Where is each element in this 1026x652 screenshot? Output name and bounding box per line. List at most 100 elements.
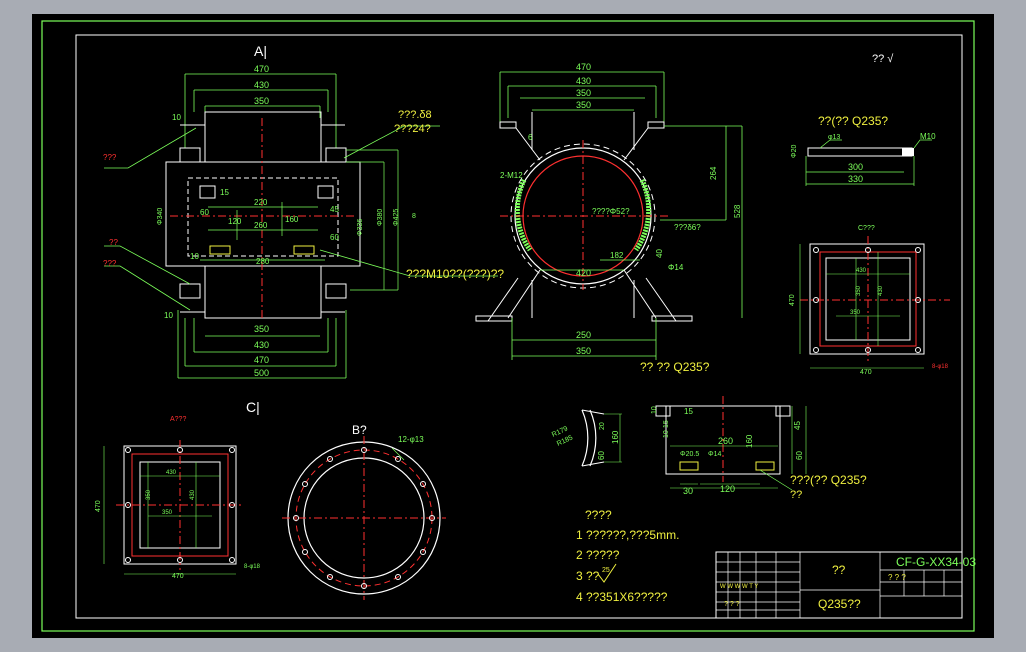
side-dim-430: 430 (576, 76, 591, 86)
roughness-top: ?? √ (872, 53, 894, 65)
dim-160: 160 (285, 215, 299, 224)
clamp-sub-label: ?? (790, 489, 802, 501)
side-dim-350b: 350 (576, 100, 591, 110)
leader-red-3: ??? (103, 259, 117, 268)
clamp-dim-30: 30 (683, 486, 693, 496)
side-dim-182: 182 (610, 251, 624, 260)
part-body-label: ?? ?? Q235? (640, 360, 710, 374)
dim-350-top: 350 (254, 96, 269, 106)
dim-phi340: Φ340 (157, 208, 164, 225)
arc-detail: R179 R185 160 60 20 (551, 409, 622, 467)
part-name: ?? (832, 563, 846, 577)
rod-m10: M10 (920, 132, 936, 141)
dim-10b: 10 (190, 252, 199, 261)
clamp-dim-15: 15 (684, 407, 693, 416)
rod-phi13: φ13 (828, 134, 840, 141)
clamp-dim-10: 10 (651, 406, 658, 414)
cplate-title: C??? (858, 225, 875, 232)
cplate-w350: 350 (850, 310, 861, 316)
dim-430-bottom: 430 (254, 340, 269, 350)
note-3: 3 ?? (576, 569, 600, 583)
side-note-inner: ????Φ52? (592, 207, 630, 216)
side-note-pipe: ???δ6? (674, 223, 701, 232)
clamp-phi205: Φ20.5 (680, 451, 699, 458)
side-dim-40: 40 (655, 249, 664, 258)
rod-detail: ?? √ ??(?? Q235? φ13 M10 Φ20 300 330 (791, 53, 936, 186)
clamp-dim-10b: 10 (663, 430, 670, 438)
dim-470-bottom: 470 (254, 355, 269, 365)
dim-260: 260 (254, 221, 268, 230)
title-block: CF-G-XX34-03 ?? Q235?? ? ? ? W W W W T Y… (715, 551, 976, 619)
title-grid: ? ? ? (888, 573, 906, 582)
cplate-h470: 470 (789, 294, 796, 306)
bplate-title: A??? (170, 416, 186, 423)
dim-350-bottom: 350 (254, 324, 269, 334)
side-dim-350: 350 (576, 88, 591, 98)
cplate-h350: 350 (856, 285, 862, 296)
side-dim-528: 528 (733, 204, 742, 218)
cplate-w470: 470 (860, 369, 872, 376)
drawing-sheet (32, 14, 994, 638)
side-dim-phi14: Φ14 (668, 263, 684, 272)
dim-phi425: Φ425 (393, 209, 400, 226)
dim-220: 220 (254, 198, 268, 207)
dim-60b: 60 (330, 233, 339, 242)
title-small-1: W W W W T Y (720, 584, 758, 590)
part-material: Q235?? (818, 597, 861, 611)
arc-dim-60: 60 (597, 451, 606, 460)
arc-dim-160: 160 (611, 430, 620, 444)
note-plate-qty: ???24? (394, 123, 431, 135)
dim-60: 60 (200, 208, 209, 217)
side-dim-470: 470 (576, 62, 591, 72)
view-a-title: A| (254, 43, 267, 59)
side-dim-350c: 350 (576, 346, 591, 356)
side-dim-6: 6 (528, 133, 533, 142)
dim-phi336: Φ336 (357, 219, 364, 236)
view-c-title: C| (246, 399, 260, 415)
rod-dim-300: 300 (848, 162, 863, 172)
leader-red-1: ??? (103, 153, 117, 162)
flange-holes: 12-φ13 (398, 435, 424, 444)
notes-title: ???? (585, 508, 612, 522)
bplate-h430: 430 (190, 489, 196, 500)
side-dim-264: 264 (709, 166, 718, 180)
note-plate-thk: ???.δ8 (398, 109, 432, 121)
clamp-dim-260: 260 (718, 436, 733, 446)
rod-dim-330: 330 (848, 174, 863, 184)
tech-notes: ???? 1 ??????,???5mm. 2 ????? 3 ?? 25 4 … (576, 508, 679, 604)
bplate-w470: 470 (172, 573, 184, 580)
dim-45: 45 (330, 205, 339, 214)
outer-border (41, 20, 975, 632)
clamp-dim-60: 60 (795, 451, 804, 460)
note-1: 1 ??????,???5mm. (576, 528, 679, 542)
front-view: A| 470 430 350 (103, 43, 504, 379)
dim-10a: 10 (172, 113, 181, 122)
c-plate: C??? 430 350 470 350 430 470 8-φ18 (789, 225, 950, 376)
dim-phi380: Φ380 (377, 209, 384, 226)
part-pipe-label: ???(?? Q235? (790, 473, 867, 487)
flange-view: B? 12-φ13 (282, 423, 446, 600)
dim-500-bottom: 500 (254, 368, 269, 378)
leader-red-2: ?? (109, 238, 118, 247)
inner-border (75, 34, 963, 619)
dim-15: 15 (220, 188, 229, 197)
note-2: 2 ????? (576, 548, 620, 562)
dim-470-top: 470 (254, 64, 269, 74)
dim-120: 120 (228, 217, 242, 226)
side-view: 470 430 350 350 264 (475, 62, 743, 374)
dim-430-top: 430 (254, 80, 269, 90)
bplate-h350: 350 (146, 489, 152, 500)
cplate-holes: 8-φ18 (932, 364, 949, 370)
cplate-w430: 430 (856, 268, 867, 274)
note-4: 4 ??351X6????? (576, 590, 668, 604)
bplate-h470: 470 (95, 500, 102, 512)
rod-phi20: Φ20 (791, 145, 798, 158)
cplate-h430: 430 (878, 285, 884, 296)
dim-10c: 10 (164, 311, 173, 320)
dim-r8: 8 (412, 213, 416, 220)
note-3-roughness: 25 (602, 567, 610, 574)
title-small-2: ? ? ? (724, 601, 740, 608)
side-dim-250: 250 (576, 330, 591, 340)
side-note-2m12: 2-M12 (500, 171, 523, 180)
